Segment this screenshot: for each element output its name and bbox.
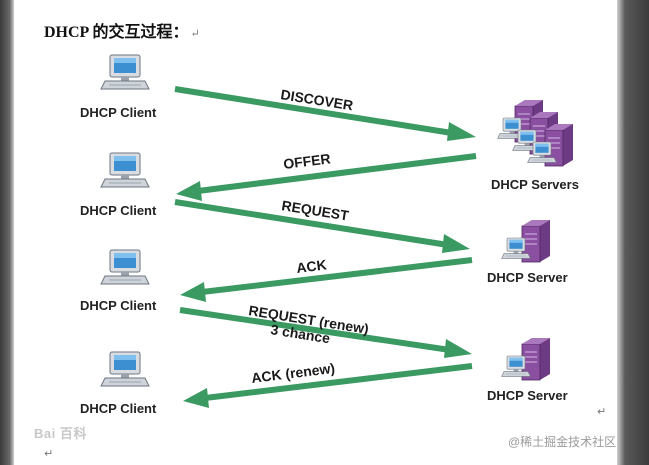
watermark-left: Bai 百科 [34,426,87,441]
computer-icon [100,54,150,90]
right-border [617,0,649,465]
server-node-2: DHCP Server [487,219,568,285]
servers-label: DHCP Servers [491,177,579,192]
computer-icon [100,249,150,285]
paragraph-mark: ↵ [190,28,200,40]
page-title: DHCP 的交互过程：↵ [44,18,200,42]
message-request: REQUEST [174,197,470,253]
left-border [0,0,14,465]
computer-icon [100,152,150,188]
message-discover: DISCOVER [174,86,476,141]
message-ack-renew: ACK (renew) [183,360,473,408]
server-label-2: DHCP Server [487,270,568,285]
offer-label: OFFER [282,150,331,172]
client-label-4: DHCP Client [80,401,157,416]
message-ack: ACK [180,256,473,302]
message-offer: OFFER [176,150,477,201]
client-label-2: DHCP Client [80,203,157,218]
server-cluster-node: DHCP Servers [491,99,579,192]
client-label-3: DHCP Client [80,298,157,313]
title-text: DHCP 的交互过程： [44,24,189,41]
client-node-2: DHCP Client [80,152,157,218]
paragraph-mark: ↵ [44,448,54,460]
message-request-renew: REQUEST (renew) 3 chance [179,302,472,358]
computer-icon [100,351,150,387]
watermark-right: @稀土掘金技术社区 [508,435,617,449]
client-label-1: DHCP Client [80,105,157,120]
paragraph-mark: ↵ [597,406,607,418]
client-node-3: DHCP Client [80,249,157,313]
client-node-1: DHCP Client [80,54,157,120]
ack-label: ACK [295,256,327,276]
client-node-4: DHCP Client [80,351,157,416]
server-label-3: DHCP Server [487,388,568,403]
server-node-3: DHCP Server [487,337,568,403]
